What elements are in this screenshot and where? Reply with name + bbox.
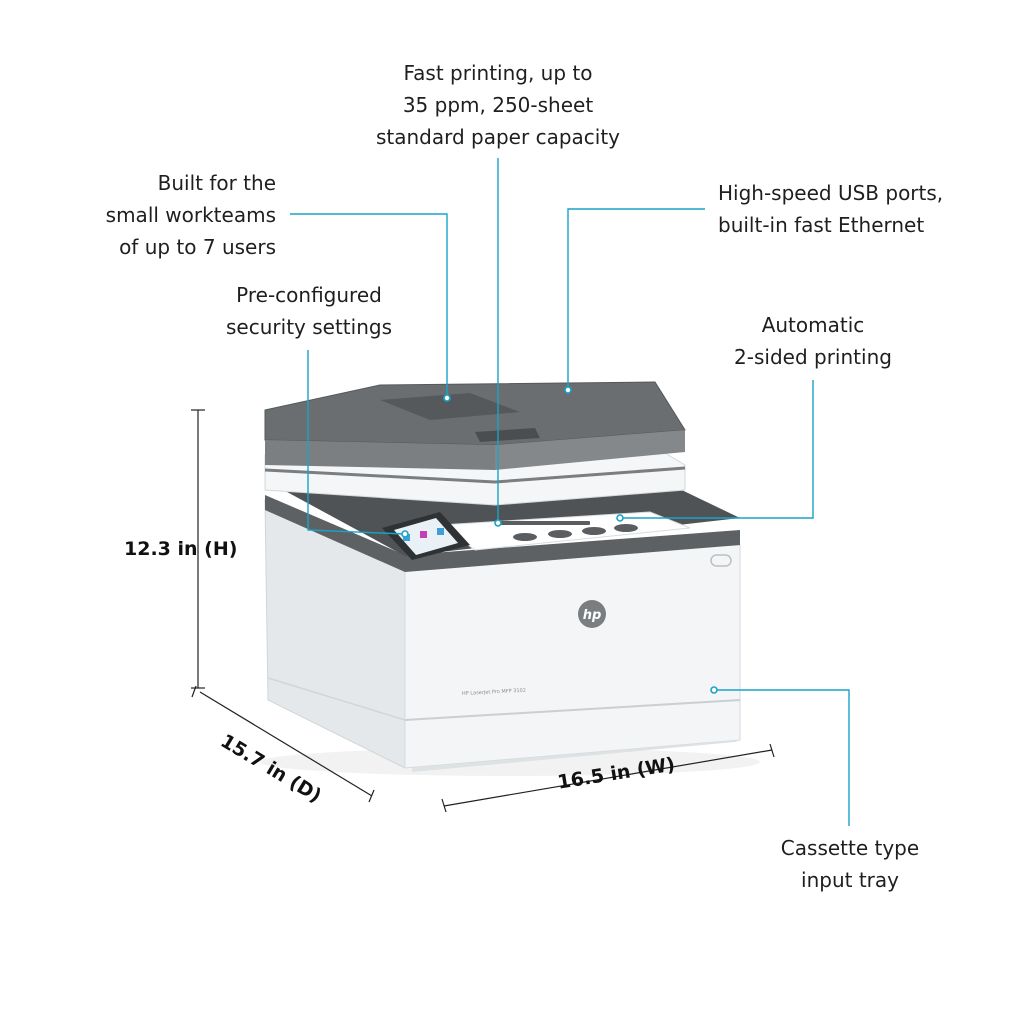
callout-duplex: Automatic 2-sided printing [710,309,916,373]
callout-duplex-line-1: Automatic [761,313,865,337]
model-label: HP LaserJet Pro MFP 3102 [462,688,526,697]
dimension-lines [191,409,775,813]
callout-line-usb [567,208,705,390]
callout-printing-line-2: 35 ppm, 250-sheet [402,93,594,117]
adf-input-tray [380,393,520,420]
height-dimension-label: 12.3 in (H) [124,538,238,560]
callout-dot-cassette [710,686,718,694]
callout-line-cassette [714,689,850,826]
callout-dot-security [401,530,409,538]
callout-line-security [307,350,406,535]
callout-usb: High-speed USB ports, built-in fast Ethe… [718,177,1008,241]
callout-workteams-line-1: Built for the [157,171,276,195]
power-button[interactable] [710,554,732,567]
callout-dot-usb [564,386,572,394]
cassette-tray[interactable] [404,699,741,721]
tray-seam-left [267,677,406,721]
callout-security-line-1: Pre-configured [236,283,382,307]
screen-icon-blue [403,534,410,541]
adf-lid-side [495,430,685,470]
callout-workteams: Built for the small workteams of up to 7… [60,167,276,263]
callout-lines [290,158,850,826]
callout-workteams-line-3: of up to 7 users [119,235,276,259]
callout-printing-line-3: standard paper capacity [375,125,621,149]
screen-icon-magenta [420,531,427,538]
callout-workteams-line-2: small workteams [105,203,276,227]
printer-base [412,740,740,772]
callout-dot-workteams [443,394,451,402]
callout-usb-line-2: built-in fast Ethernet [718,213,925,237]
callout-dots [401,386,718,694]
screen-icon-cyan [437,528,444,535]
callout-cassette-line-2: input tray [801,868,899,892]
printer-top-band [265,495,740,572]
callout-line-duplex [620,380,814,519]
callout-security: Pre-configured security settings [200,279,418,343]
callout-dot-printing [494,519,502,527]
svg-text:hp: hp [583,608,602,623]
scanner-seam [264,466,686,484]
callout-duplex-line-2: 2-sided printing [734,345,892,369]
hp-logo: hp [578,600,606,628]
printer-body-front [404,544,741,769]
callout-security-line-2: security settings [226,315,392,339]
callout-usb-line-1: High-speed USB ports, [718,181,944,205]
depth-dimension-line [199,691,373,797]
paper-print-marks [500,521,638,541]
width-dimension-line [443,749,773,807]
adf-handle [475,428,540,442]
callout-line-workteams [290,213,448,398]
callout-dot-duplex [616,514,624,522]
callout-printing-line-1: Fast printing, up to [403,61,593,85]
callout-printing: Fast printing, up to 35 ppm, 250-sheet s… [362,57,634,153]
callout-cassette: Cassette type input tray [750,832,950,896]
callout-cassette-line-1: Cassette type [780,836,920,860]
adf-lid-front [265,440,495,470]
